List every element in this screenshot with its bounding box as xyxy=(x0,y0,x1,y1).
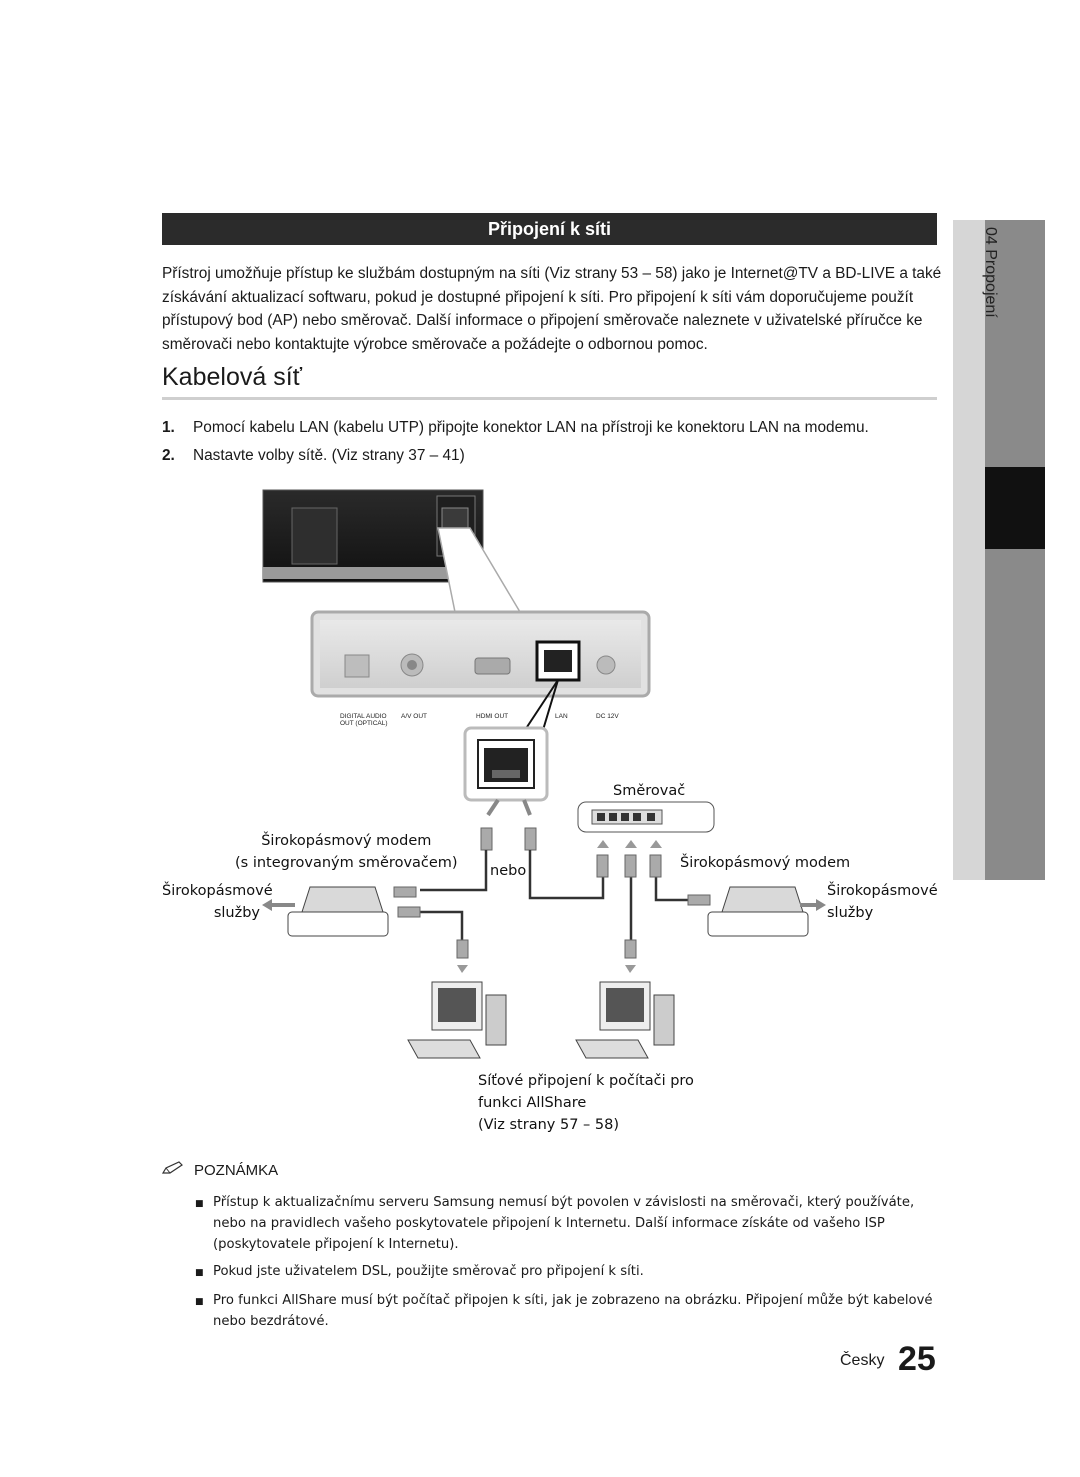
steps-list: 1. Pomocí kabelu LAN (kabelu UTP) připoj… xyxy=(162,414,942,470)
lan-port-icon xyxy=(463,726,549,802)
pencil-icon xyxy=(161,1161,184,1179)
chapter-side-tab xyxy=(953,220,1045,880)
footer-language: Česky xyxy=(840,1352,885,1369)
label-modem-right: Širokopásmový modem xyxy=(680,855,851,871)
port-label-lan: LAN xyxy=(555,713,568,720)
port-label-digital-audio: DIGITAL AUDIO OUT (OPTICAL) xyxy=(340,713,388,727)
section-title: Připojení k síti xyxy=(162,213,937,245)
note-heading: POZNÁMKA xyxy=(161,1161,278,1179)
label-or: nebo xyxy=(490,863,527,879)
intro-paragraph: Přístroj umožňuje přístup ke službám dos… xyxy=(162,265,942,353)
modem-left-icon xyxy=(262,886,389,937)
modem-right-icon xyxy=(707,886,826,937)
notes-list: ■Přístup k aktualizačnímu serveru Samsun… xyxy=(195,1192,940,1338)
step-item: 2. Nastavte volby sítě. (Viz strany 37 –… xyxy=(162,447,465,464)
step-item: 1. Pomocí kabelu LAN (kabelu UTP) připoj… xyxy=(162,419,869,436)
label-router: Směrovač xyxy=(613,783,686,799)
heading-rule xyxy=(162,397,937,400)
note-item: ■Pokud jste uživatelem DSL, použijte smě… xyxy=(195,1264,644,1279)
port-label-av-out: A/V OUT xyxy=(401,713,428,720)
pc-right-icon xyxy=(575,981,675,1059)
rear-panel-zoom xyxy=(310,610,651,698)
port-label-hdmi-out: HDMI OUT xyxy=(476,713,509,720)
label-modem-left: Širokopásmový modem (s integrovaným směr… xyxy=(235,833,458,871)
router-icon xyxy=(577,801,715,833)
page-number: 25 xyxy=(898,1340,936,1378)
label-service-right: Širokopásmové služby xyxy=(827,883,938,921)
pc-left-icon xyxy=(407,981,507,1059)
heading-wired-network: Kabelová síť xyxy=(162,363,303,391)
note-item: ■Pro funkci AllShare musí být počítač př… xyxy=(195,1293,933,1329)
port-label-dc: DC 12V xyxy=(596,713,619,720)
note-item: ■Přístup k aktualizačnímu serveru Samsun… xyxy=(195,1195,915,1252)
chapter-label: 04 Propojení xyxy=(982,227,999,318)
label-service-left: Širokopásmové služby xyxy=(162,883,273,921)
label-pc-caption: Síťové připojení k počítači pro funkci A… xyxy=(478,1073,694,1133)
chapter-marker xyxy=(985,467,1045,549)
